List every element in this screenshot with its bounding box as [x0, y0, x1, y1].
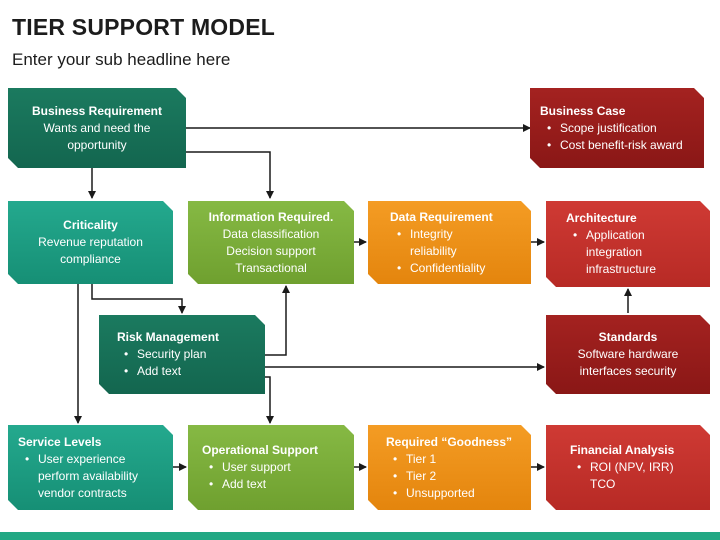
operational-support-heading: Operational Support: [202, 443, 319, 457]
required-goodness-item: Unsupported: [406, 485, 521, 502]
financial-analysis-heading: Financial Analysis: [570, 443, 675, 457]
business-case-item: Scope justification: [560, 120, 694, 137]
page-title: TIER SUPPORT MODEL: [12, 14, 276, 40]
architecture-item: infrastructure: [586, 262, 657, 276]
arrow-risk-to-ops-support: [265, 376, 274, 424]
criticality-heading: Criticality: [63, 218, 118, 232]
financial-analysis-item: ROI (NPV, IRR): [590, 459, 700, 476]
business-requirement-line: Wants and need the: [43, 120, 151, 135]
business-case-box: Business Case Scope justification Cost b…: [530, 88, 704, 168]
arrow-risk-to-info: [265, 285, 290, 356]
required-goodness-heading: Required “Goodness”: [386, 434, 513, 449]
risk-management-box: Risk Management Security plan Add text: [99, 315, 265, 394]
data-requirement-item: Integrity: [410, 226, 521, 243]
architecture-heading: Architecture: [566, 211, 637, 225]
data-requirement-box: Data Requirement Integrity reliability C…: [368, 201, 531, 284]
risk-management-item: Add text: [137, 363, 255, 380]
service-levels-item: User experience: [38, 451, 163, 468]
risk-management-list: Security plan Add text: [117, 346, 255, 380]
arrow-criticality-to-risk-mgmt: [91, 284, 186, 314]
business-case-list: Scope justification Cost benefit-risk aw…: [540, 120, 694, 154]
criticality-line: Revenue reputation: [38, 235, 143, 249]
data-requirement-heading: Data Requirement: [390, 209, 493, 224]
page-subtitle: Enter your sub headline here: [12, 50, 231, 69]
operational-support-item: User support: [222, 459, 344, 476]
business-requirement-line: opportunity: [67, 137, 127, 152]
arrow-br-to-info-required: [186, 151, 274, 199]
service-levels-item: vendor contracts: [38, 485, 127, 500]
data-requirement-item: Confidentiality: [410, 260, 521, 277]
business-requirement-heading: Business Requirement: [31, 103, 163, 118]
service-levels-list: User experience perform availability ven…: [18, 451, 163, 502]
business-case-item: Cost benefit-risk award: [560, 137, 694, 154]
operational-support-list: User support Add text: [202, 459, 344, 493]
standards-line: interfaces security: [579, 364, 677, 378]
operational-support-box: Operational Support User support Add tex…: [188, 425, 354, 510]
required-goodness-item: Tier 1: [406, 451, 521, 468]
risk-management-heading: Risk Management: [117, 330, 220, 344]
required-goodness-item: Tier 2: [406, 468, 521, 485]
criticality-line: compliance: [60, 252, 121, 266]
information-required-line: Data classification: [222, 226, 320, 241]
architecture-list: Application integration infrastructure: [566, 227, 700, 278]
standards-line: Software hardware: [577, 347, 679, 361]
business-requirement-box: Business Requirement Wants and need the …: [8, 88, 186, 168]
business-case-heading: Business Case: [540, 103, 626, 118]
data-requirement-list: Integrity reliability Confidentiality: [390, 226, 521, 277]
financial-analysis-box: Financial Analysis ROI (NPV, IRR) TCO: [546, 425, 710, 510]
information-required-box: Information Required. Data classificatio…: [188, 201, 354, 284]
required-goodness-box: Required “Goodness” Tier 1 Tier 2 Unsupp…: [368, 425, 531, 510]
financial-analysis-item: TCO: [590, 477, 616, 491]
architecture-item: Application: [586, 227, 700, 244]
information-required-line: Transactional: [235, 260, 307, 275]
standards-heading: Standards: [598, 330, 658, 344]
architecture-box: Architecture Application integration inf…: [546, 201, 710, 287]
service-levels-item: perform availability: [38, 468, 139, 483]
operational-support-item: Add text: [222, 476, 344, 493]
architecture-item: integration: [586, 245, 643, 259]
service-levels-box: Service Levels User experience perform a…: [8, 425, 173, 510]
information-required-heading: Information Required.: [208, 209, 334, 224]
standards-box: Standards Software hardware interfaces s…: [546, 315, 710, 394]
footer-accent-bar: [0, 532, 720, 540]
required-goodness-list: Tier 1 Tier 2 Unsupported: [386, 451, 521, 502]
data-requirement-item: reliability: [410, 243, 457, 258]
information-required-line: Decision support: [226, 243, 316, 258]
risk-management-item: Security plan: [137, 346, 255, 363]
service-levels-heading: Service Levels: [18, 434, 102, 449]
financial-analysis-list: ROI (NPV, IRR) TCO: [570, 459, 700, 493]
criticality-box: Criticality Revenue reputation complianc…: [8, 201, 173, 284]
